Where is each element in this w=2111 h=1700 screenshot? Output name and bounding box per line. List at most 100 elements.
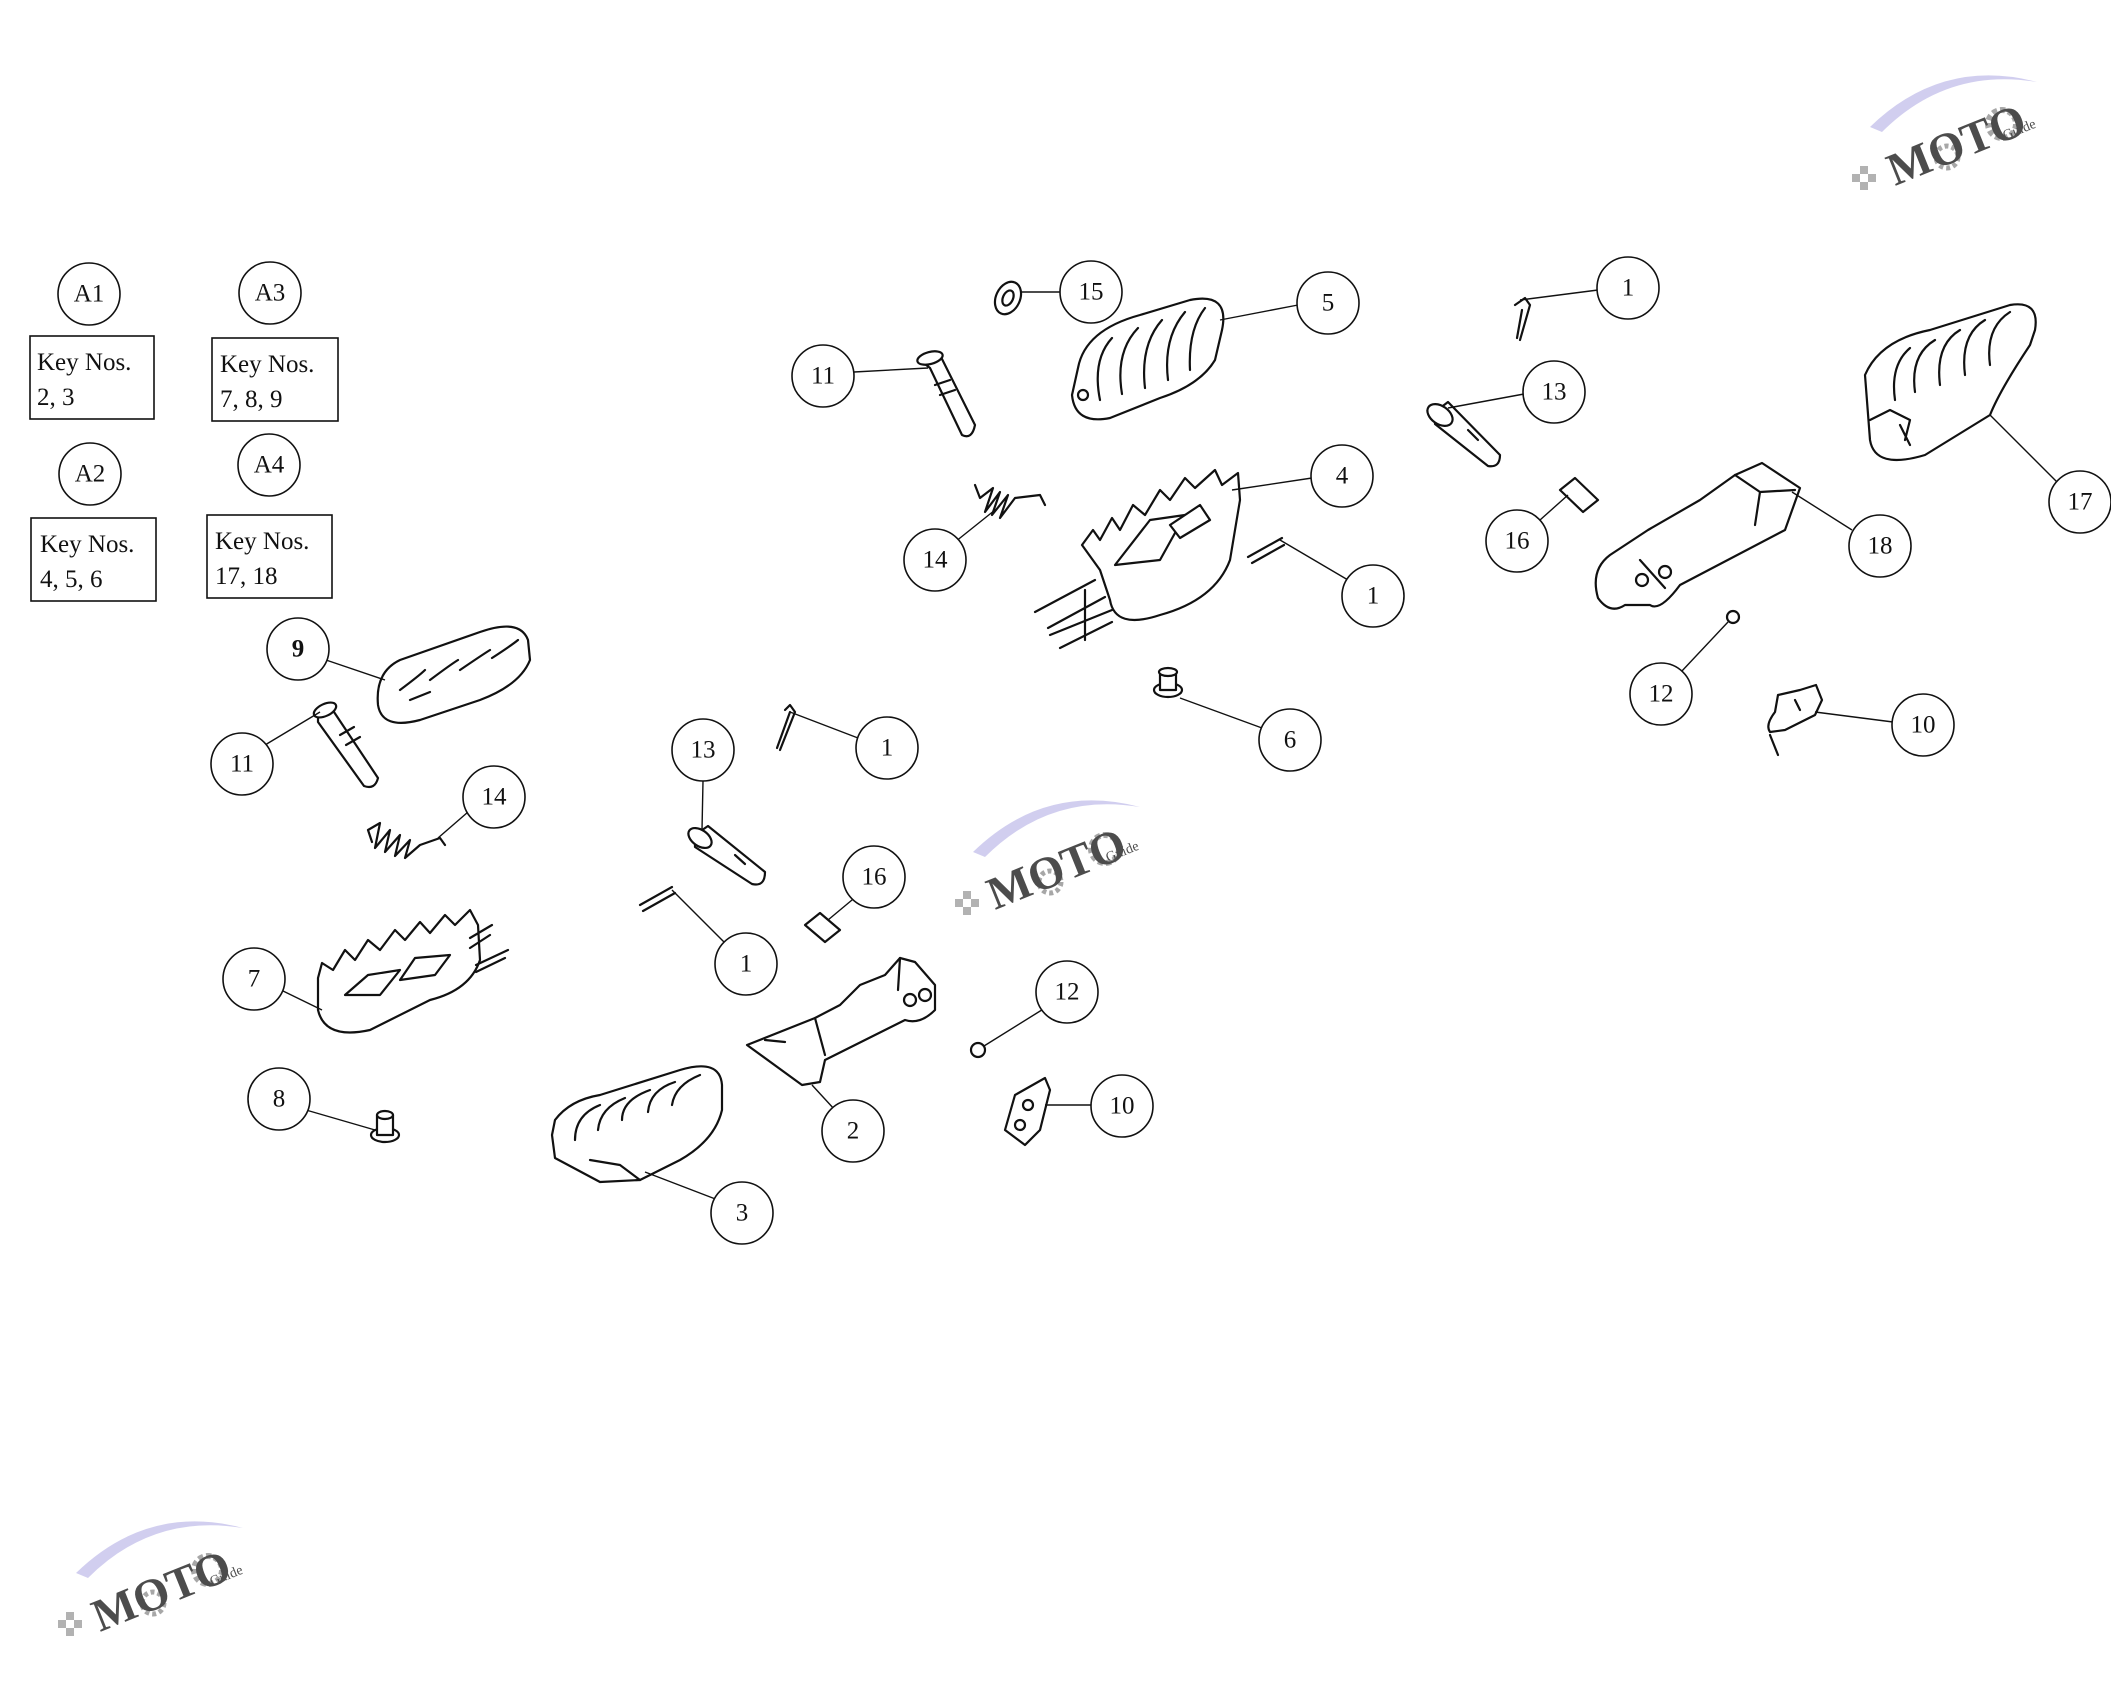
footpeg-part <box>1033 468 1242 650</box>
cotter-pin-part <box>638 885 677 913</box>
callout-12: 12 <box>983 960 1099 1047</box>
callout-13: 13 <box>1447 360 1586 424</box>
clevis-pin-part <box>1426 400 1502 468</box>
assembly-key-heading: Key Nos. <box>220 351 314 378</box>
callout-8: 8 <box>247 1067 376 1131</box>
coil-spring-part <box>803 911 842 944</box>
svg-text:1: 1 <box>740 951 753 978</box>
callout-1: 1 <box>789 711 919 780</box>
svg-text:12: 12 <box>1649 681 1674 708</box>
assembly-key-label: A2 <box>75 461 106 488</box>
svg-text:1: 1 <box>1367 583 1380 610</box>
assembly-key-items: 2, 3 <box>37 384 75 411</box>
callout-4: 4 <box>1231 444 1374 508</box>
assembly-key-a2: A2 Key Nos. 4, 5, 6 <box>30 442 157 602</box>
svg-text:12: 12 <box>1055 979 1080 1006</box>
callout-10: 10 <box>1814 693 1955 757</box>
callout-7: 7 <box>222 947 323 1011</box>
callout-1: 1 <box>1519 256 1660 320</box>
clevis-pin-part <box>916 350 977 438</box>
svg-text:14: 14 <box>482 784 508 811</box>
callout-14: 14 <box>903 509 996 592</box>
svg-text:5: 5 <box>1322 290 1335 317</box>
callout-11: 11 <box>791 344 929 408</box>
footpeg-part <box>316 908 510 1034</box>
svg-text:11: 11 <box>230 751 254 778</box>
callout-9: 9 <box>266 617 386 681</box>
svg-text:14: 14 <box>923 547 949 574</box>
callout-13: 13 <box>671 718 735 831</box>
svg-text:1: 1 <box>881 735 894 762</box>
callout-16: 16 <box>827 845 906 921</box>
svg-text:13: 13 <box>691 737 716 764</box>
callout-15: 15 <box>1020 260 1123 324</box>
bolt-part <box>1152 666 1184 699</box>
svg-text:6: 6 <box>1284 727 1297 754</box>
rubber-pad-part <box>550 1065 724 1184</box>
ring-part <box>969 1041 987 1059</box>
svg-text:11: 11 <box>811 363 835 390</box>
svg-text:9: 9 <box>292 636 305 663</box>
svg-text:7: 7 <box>248 966 261 993</box>
svg-text:17: 17 <box>2068 489 2093 516</box>
assembly-key-items: 17, 18 <box>215 563 278 590</box>
assembly-key-label: A3 <box>255 280 286 307</box>
cotter-pin-part <box>1513 296 1532 342</box>
callout-17: 17 <box>1989 414 2111 534</box>
callout-6: 6 <box>1179 697 1322 772</box>
callout-3: 3 <box>644 1171 774 1245</box>
spring-part <box>366 821 447 860</box>
callout-10: 10 <box>1045 1074 1154 1138</box>
svg-text:16: 16 <box>1505 528 1530 555</box>
svg-text:10: 10 <box>1911 712 1936 739</box>
svg-text:18: 18 <box>1868 533 1893 560</box>
assembly-key-a3: A3 Key Nos. 7, 8, 9 <box>211 261 339 422</box>
svg-text:16: 16 <box>862 864 887 891</box>
cotter-pin-part <box>775 703 797 752</box>
assembly-key-a4: A4 Key Nos. 17, 18 <box>206 433 333 599</box>
svg-text:15: 15 <box>1079 279 1104 306</box>
assembly-key-a1: A1 Key Nos. 2, 3 <box>29 262 155 420</box>
spring-part <box>973 483 1047 520</box>
svg-text:8: 8 <box>273 1086 286 1113</box>
callout-5: 5 <box>1219 271 1360 335</box>
cotter-pin-part <box>1246 536 1286 565</box>
callout-16: 16 <box>1485 494 1569 573</box>
washer-part <box>993 280 1023 316</box>
svg-text:4: 4 <box>1336 463 1349 490</box>
svg-text:10: 10 <box>1110 1093 1135 1120</box>
callout-1: 1 <box>1279 539 1405 628</box>
callout-1: 1 <box>671 889 778 996</box>
assembly-key-items: 4, 5, 6 <box>40 566 103 593</box>
clevis-pin-part <box>687 824 767 886</box>
callout-12: 12 <box>1629 621 1729 726</box>
moto-guide-logo-watermark: MOTO Guide <box>58 1521 245 1641</box>
callout-11: 11 <box>210 711 321 796</box>
ring-part <box>1725 609 1741 625</box>
footpeg-bracket-part <box>745 956 937 1087</box>
clevis-pin-part <box>312 701 380 789</box>
svg-text:13: 13 <box>1542 379 1567 406</box>
assembly-key-label: A4 <box>254 452 285 479</box>
svg-text:3: 3 <box>736 1200 749 1227</box>
svg-text:2: 2 <box>847 1118 860 1145</box>
footpeg-bracket-part <box>1594 461 1802 610</box>
assembly-key-label: A1 <box>74 281 105 308</box>
svg-text:1: 1 <box>1622 275 1635 302</box>
assembly-key-heading: Key Nos. <box>215 528 309 555</box>
mounting-plate-part <box>1767 683 1824 757</box>
rubber-pad-part <box>1070 297 1225 421</box>
assembly-key-items: 7, 8, 9 <box>220 386 283 413</box>
rubber-pad-part <box>376 625 532 724</box>
callout-2: 2 <box>811 1084 885 1163</box>
rubber-pad-part <box>1863 303 2037 462</box>
assembly-key-heading: Key Nos. <box>40 531 134 558</box>
mounting-plate-part <box>1003 1076 1052 1147</box>
callout-18: 18 <box>1791 491 1912 578</box>
moto-guide-logo-watermark: MOTO Guide <box>1852 75 2038 195</box>
moto-guide-logo-watermark: MOTO Guide <box>955 800 1141 919</box>
assembly-key-heading: Key Nos. <box>37 349 131 376</box>
coil-spring-part <box>1558 476 1600 514</box>
callout-14: 14 <box>437 765 526 839</box>
